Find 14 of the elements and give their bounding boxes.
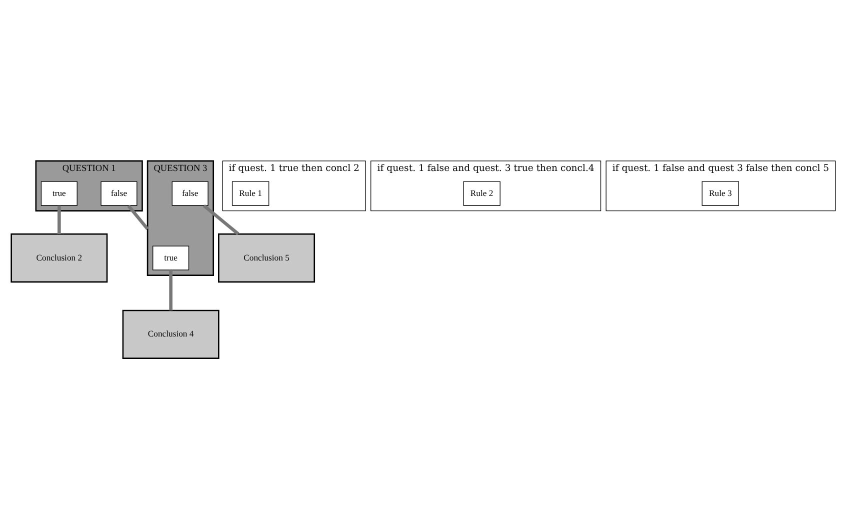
connector [58, 205, 61, 234]
node-box: Rule 2 [463, 180, 500, 206]
node-box: true [152, 245, 190, 270]
connector [202, 204, 240, 235]
node-box: false [100, 180, 138, 206]
node-box: false [172, 180, 208, 206]
connector [127, 204, 149, 230]
node-box: Conclusion 5 [218, 232, 316, 282]
node-box: Conclusion 2 [10, 232, 108, 282]
connector [169, 270, 172, 310]
node-box: Conclusion 4 [122, 309, 220, 358]
node-box: Rule 3 [702, 180, 739, 206]
node-box: Rule 1 [232, 180, 270, 206]
node-box: true [40, 180, 78, 206]
